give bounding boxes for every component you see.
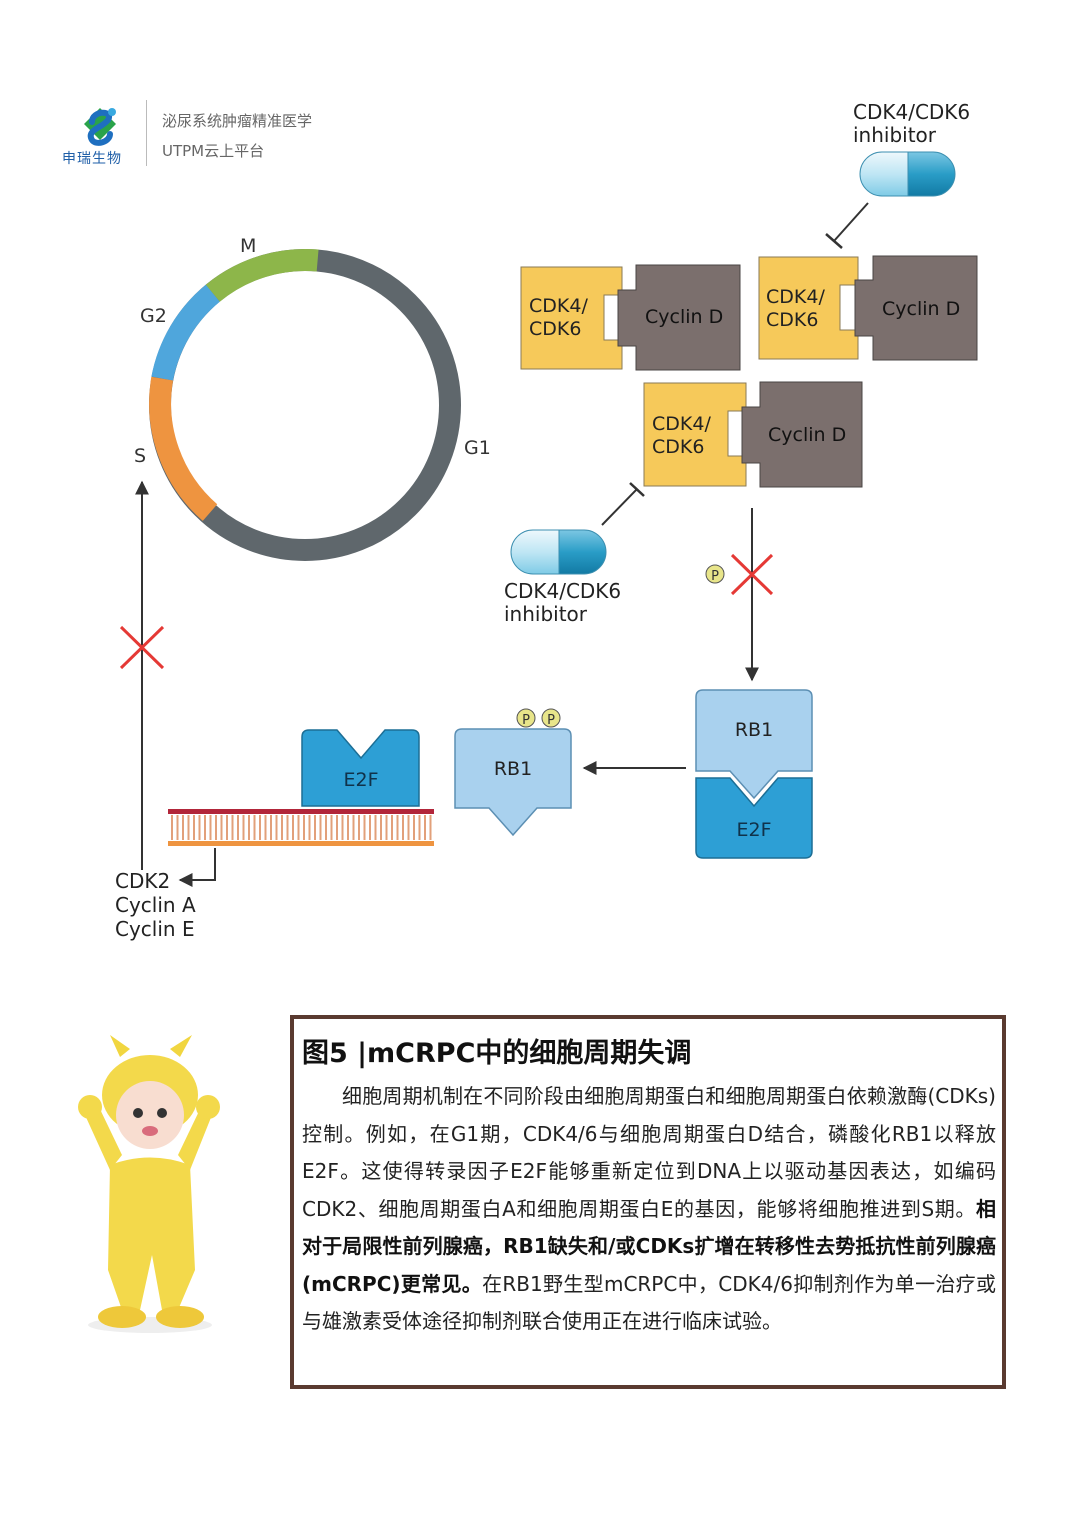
inhibitor-label-top-line2: inhibitor	[853, 123, 937, 147]
inhibitor-label-bottom-line1: CDK4/CDK6	[504, 579, 621, 603]
cyclin-label: Cyclin D	[882, 298, 960, 320]
phospho-marker: P	[516, 708, 536, 728]
svg-text:P: P	[522, 713, 530, 728]
target-gene-cdk2: CDK2	[115, 869, 170, 893]
dna-strand	[168, 809, 434, 846]
caption-text-part2: 在RB1野生型mCRPC中，CDK4/6抑制剂作为单一治疗或与雄激素受体途径抑制…	[302, 1271, 996, 1334]
caption-title: 图5 |mCRPC中的细胞周期失调	[302, 1038, 692, 1069]
rb1-phosphorylated: RB1 P P	[454, 708, 572, 837]
caption-body: 细胞周期机制在不同阶段由细胞周期蛋白和细胞周期蛋白依赖激酶(CDKs)控制。例如…	[302, 1078, 996, 1341]
cdk-label-line1: CDK4/	[652, 413, 711, 435]
e2f-free-label: E2F	[343, 769, 378, 791]
cdk-label-line1: CDK4/	[529, 295, 588, 317]
e2f-free-shape	[301, 729, 420, 807]
cdk-cyclin-complex-3: CDK4/ CDK6 Cyclin D	[643, 381, 863, 488]
rb1-e2f-bound: RB1 E2F	[695, 689, 813, 859]
caption-text-part1: 细胞周期机制在不同阶段由细胞周期蛋白和细胞周期蛋白依赖激酶(CDKs)控制。例如…	[302, 1084, 996, 1221]
brand-logo	[84, 108, 116, 146]
inhibitor-pill-top	[859, 151, 956, 197]
e2f-shape	[695, 777, 813, 859]
phase-label-g2: G2	[140, 305, 167, 327]
mascot-illustration	[78, 1035, 220, 1333]
cdk-cyclin-complex-1: CDK4/ CDK6 Cyclin D	[520, 264, 741, 371]
inhibitor-label-bottom-line2: inhibitor	[504, 602, 588, 626]
rb1-free-label: RB1	[494, 758, 532, 780]
svg-text:P: P	[711, 569, 719, 584]
phospho-marker: P	[541, 708, 561, 728]
caption-box: 图5 |mCRPC中的细胞周期失调 细胞周期机制在不同阶段由细胞周期蛋白和细胞周…	[290, 1015, 1006, 1389]
inhibition-line-top	[825, 202, 869, 249]
cyclin-label: Cyclin D	[768, 424, 846, 446]
cdk-label-line2: CDK6	[529, 318, 581, 340]
caption-text-bold: 相对于局限性前列腺癌，RB1缺失和/或CDKs扩增在转移性去势抵抗性前列腺癌(m…	[302, 1196, 996, 1296]
e2f-free: E2F	[301, 729, 420, 807]
rb1-shape	[695, 689, 813, 800]
header-title: 泌尿系统肿瘤精准医学	[162, 112, 313, 130]
target-gene-cyclin-e: Cyclin E	[115, 917, 195, 941]
cdk-label-line1: CDK4/	[766, 286, 825, 308]
header-divider	[146, 100, 147, 166]
m-arc	[205, 249, 319, 302]
inhibition-line-bottom	[601, 482, 645, 526]
inhibitor-pill-bottom	[510, 529, 607, 575]
blocked-cross-left	[119, 625, 165, 670]
cdk-label-line2: CDK6	[652, 436, 704, 458]
target-gene-cyclin-a: Cyclin A	[115, 893, 196, 917]
cell-cycle-ring	[149, 249, 461, 561]
e2f-label: E2F	[736, 819, 771, 841]
rb1-free-shape	[454, 728, 572, 837]
svg-text:P: P	[547, 713, 555, 728]
phase-label-g1: G1	[464, 437, 491, 459]
phase-label-s: S	[134, 445, 146, 467]
cdk-label-line2: CDK6	[766, 309, 818, 331]
header-subtitle: UTPM云上平台	[162, 142, 265, 160]
s-arc	[149, 376, 218, 521]
phase-label-m: M	[240, 235, 256, 257]
inhibitor-label-top-line1: CDK4/CDK6	[853, 100, 970, 124]
arrow-to-target-genes	[178, 848, 216, 887]
cdk-cyclin-complex-2: CDK4/ CDK6 Cyclin D	[758, 255, 978, 361]
phospho-marker: P	[705, 564, 725, 584]
blocked-cross-right	[730, 553, 774, 596]
cell-cycle-diagram: M G2 S G1 CDK4/ CDK6 Cyclin D CDK4/ CDK6…	[115, 100, 978, 941]
brand-name: 申瑞生物	[62, 151, 122, 167]
rb1-label: RB1	[735, 719, 773, 741]
g2-arc	[151, 284, 220, 381]
cyclin-label: Cyclin D	[645, 306, 723, 328]
